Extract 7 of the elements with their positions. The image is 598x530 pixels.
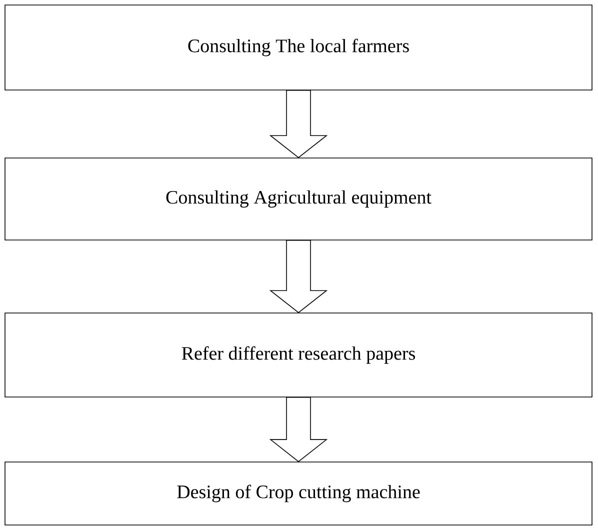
block-arrow xyxy=(269,240,328,314)
block-arrow xyxy=(269,90,328,158)
block-arrow xyxy=(269,396,328,462)
process-box: Design of Crop cutting machine xyxy=(4,462,592,526)
process-box: Consulting Agricultural equipment xyxy=(4,158,592,240)
process-box: Refer different research papers xyxy=(4,312,592,398)
process-box: Consulting The local farmers xyxy=(4,4,592,90)
